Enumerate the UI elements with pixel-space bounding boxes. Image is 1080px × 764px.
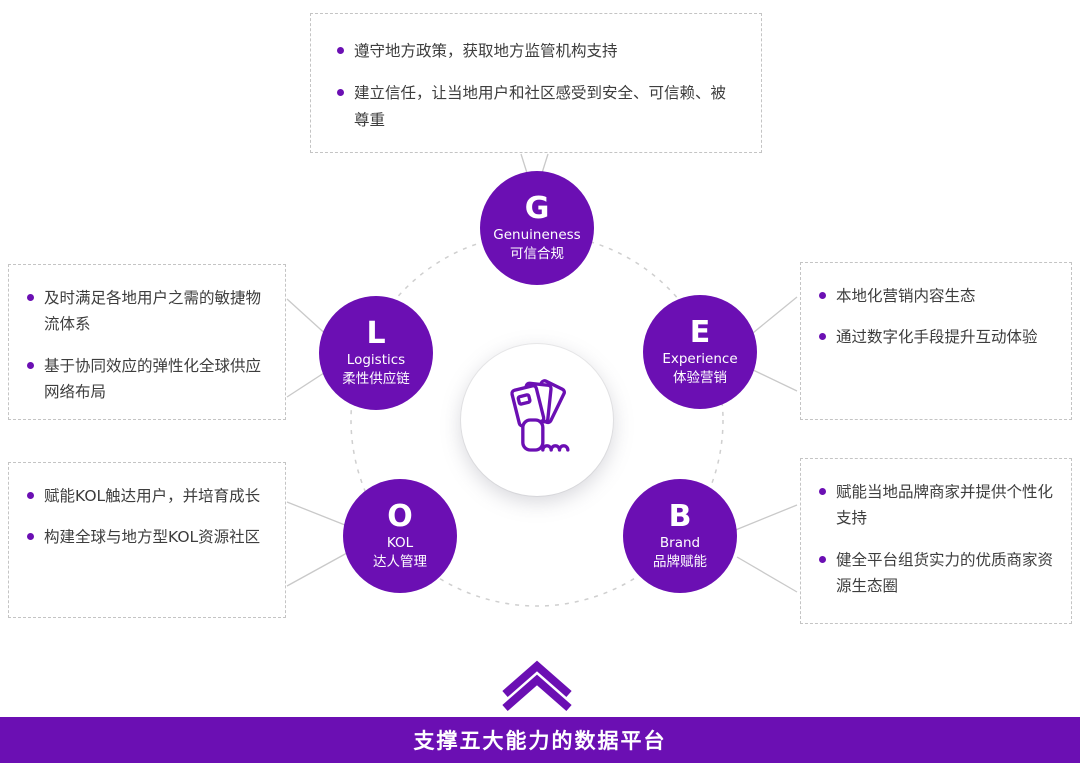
bullet-dot bbox=[819, 292, 826, 299]
bullet-item: 建立信任，让当地用户和社区感受到安全、可信赖、被尊重 bbox=[337, 80, 735, 133]
bullet-text: 建立信任，让当地用户和社区感受到安全、可信赖、被尊重 bbox=[354, 84, 727, 129]
node-letter: L bbox=[366, 315, 386, 351]
bullet-item: 构建全球与地方型KOL资源社区 bbox=[27, 524, 267, 550]
connector-line bbox=[286, 501, 351, 528]
connector-line bbox=[286, 370, 328, 398]
bullet-dot bbox=[819, 488, 826, 495]
connector-line bbox=[520, 153, 528, 174]
banner-label: 支撑五大能力的数据平台 bbox=[413, 729, 667, 753]
node-zh-label: 体验营销 bbox=[673, 370, 727, 387]
info-box-logistics: 及时满足各地用户之需的敏捷物流体系 基于协同效应的弹性化全球供应网络布局 bbox=[8, 264, 286, 420]
node-en-label: KOL bbox=[386, 535, 414, 552]
bullet-text: 通过数字化手段提升互动体验 bbox=[836, 328, 1038, 347]
bullet-item: 本地化营销内容生态 bbox=[819, 283, 1053, 309]
bullet-dot bbox=[27, 533, 34, 541]
bullet-item: 通过数字化手段提升互动体验 bbox=[819, 324, 1053, 350]
bullet-text: 赋能当地品牌商家并提供个性化支持 bbox=[836, 483, 1054, 528]
bullet-text: 基于协同效应的弹性化全球供应网络布局 bbox=[44, 356, 262, 402]
node-letter: E bbox=[689, 314, 711, 350]
bullet-item: 及时满足各地用户之需的敏捷物流体系 bbox=[27, 285, 267, 338]
connector-line bbox=[736, 556, 798, 593]
node-kol: O KOL 达人管理 bbox=[343, 479, 457, 593]
connector-line bbox=[541, 153, 549, 174]
connector-line bbox=[747, 296, 798, 338]
bullet-dot bbox=[337, 89, 344, 97]
node-experience: E Experience 体验营销 bbox=[643, 295, 757, 409]
node-en-label: Genuineness bbox=[493, 227, 581, 244]
node-zh-label: 达人管理 bbox=[373, 554, 427, 571]
bullet-item: 遵守地方政策，获取地方监管机构支持 bbox=[337, 38, 735, 64]
node-zh-label: 品牌赋能 bbox=[653, 554, 707, 571]
bullet-text: 构建全球与地方型KOL资源社区 bbox=[44, 528, 261, 547]
hand-holding-cards-icon bbox=[510, 379, 570, 452]
node-en-label: Logistics bbox=[346, 352, 406, 369]
node-letter: G bbox=[524, 190, 550, 226]
bullet-dot bbox=[337, 47, 344, 54]
connector-line bbox=[750, 368, 798, 392]
node-zh-label: 可信合规 bbox=[510, 246, 564, 263]
connector-line bbox=[732, 504, 798, 532]
info-box-genuineness: 遵守地方政策，获取地方监管机构支持 建立信任，让当地用户和社区感受到安全、可信赖… bbox=[310, 13, 762, 153]
bullet-item: 基于协同效应的弹性化全球供应网络布局 bbox=[27, 353, 267, 406]
node-genuineness: G Genuineness 可信合规 bbox=[480, 171, 594, 285]
bullet-dot bbox=[27, 294, 34, 301]
bullet-text: 健全平台组货实力的优质商家资源生态圈 bbox=[836, 550, 1054, 596]
bullet-dot bbox=[819, 333, 826, 341]
data-platform-banner: 支撑五大能力的数据平台 bbox=[0, 717, 1080, 763]
node-letter: B bbox=[668, 498, 692, 534]
info-box-experience: 本地化营销内容生态 通过数字化手段提升互动体验 bbox=[800, 262, 1072, 420]
info-box-kol: 赋能KOL触达用户，并培育成长 构建全球与地方型KOL资源社区 bbox=[8, 462, 286, 618]
node-brand: B Brand 品牌赋能 bbox=[623, 479, 737, 593]
bullet-item: 赋能当地品牌商家并提供个性化支持 bbox=[819, 479, 1053, 532]
node-en-label: Brand bbox=[659, 535, 701, 552]
chevron-up-icon bbox=[502, 674, 572, 712]
bullet-dot bbox=[27, 361, 34, 369]
center-hub bbox=[461, 344, 613, 496]
node-zh-label: 柔性供应链 bbox=[342, 371, 410, 388]
info-box-brand: 赋能当地品牌商家并提供个性化支持 健全平台组货实力的优质商家资源生态圈 bbox=[800, 458, 1072, 624]
bullet-text: 赋能KOL触达用户，并培育成长 bbox=[44, 487, 261, 505]
node-letter: O bbox=[387, 498, 413, 534]
bullet-text: 及时满足各地用户之需的敏捷物流体系 bbox=[44, 289, 262, 334]
bullet-item: 赋能KOL触达用户，并培育成长 bbox=[27, 483, 267, 509]
node-en-label: Experience bbox=[662, 351, 738, 368]
bullet-dot bbox=[27, 492, 34, 499]
bullet-dot bbox=[819, 555, 826, 563]
bullet-text: 遵守地方政策，获取地方监管机构支持 bbox=[354, 42, 618, 60]
chevron-up-icon bbox=[502, 660, 572, 698]
node-logistics: L Logistics 柔性供应链 bbox=[319, 296, 433, 410]
bullet-item: 健全平台组货实力的优质商家资源生态圈 bbox=[819, 547, 1053, 600]
connector-line bbox=[286, 552, 348, 587]
bullet-text: 本地化营销内容生态 bbox=[836, 287, 976, 305]
